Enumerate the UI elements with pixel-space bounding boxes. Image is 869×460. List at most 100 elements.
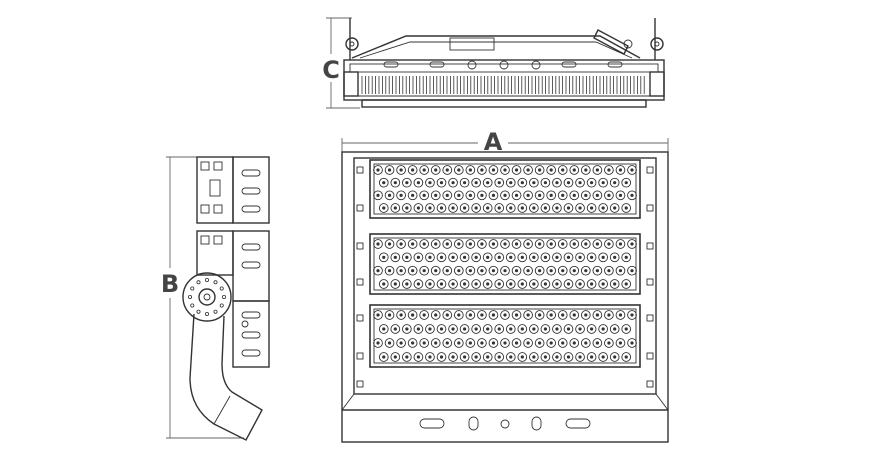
led-chip <box>520 255 524 259</box>
led-chip <box>468 168 472 172</box>
led-lens <box>511 239 522 249</box>
led-lens <box>488 338 499 348</box>
led-lens <box>419 310 430 320</box>
housing-top-rail <box>349 63 659 73</box>
led-chip <box>405 282 409 286</box>
led-chip <box>532 181 536 185</box>
pivot-disc <box>182 272 232 322</box>
led-module-inner <box>373 308 637 364</box>
led-lens <box>534 190 545 201</box>
led-lens <box>615 265 626 276</box>
led-lens <box>477 265 487 276</box>
led-lens <box>407 239 418 249</box>
led-lens <box>373 338 383 348</box>
led-chip <box>566 355 571 359</box>
led-lens <box>609 203 620 213</box>
side-hole <box>356 278 364 286</box>
led-chip <box>393 282 397 286</box>
led-lens <box>390 177 401 188</box>
led-lens <box>609 177 620 188</box>
led-chip <box>428 255 432 259</box>
led-lens <box>500 190 510 201</box>
led-lens <box>604 265 614 276</box>
led-lens <box>378 252 389 263</box>
led-chip <box>595 242 599 246</box>
led-chip <box>387 242 392 246</box>
led-lens <box>384 239 395 249</box>
led-lens <box>517 352 528 362</box>
led-chip <box>399 168 403 172</box>
led-chip <box>405 181 409 185</box>
middle-module-back <box>196 230 234 276</box>
front-bevel-right <box>655 393 669 411</box>
pivot-angle-holes <box>187 277 226 316</box>
front-bevel-left <box>341 393 355 411</box>
led-lens <box>569 265 580 276</box>
led-chip <box>439 355 444 359</box>
led-lens <box>465 338 476 348</box>
led-lens <box>378 177 389 188</box>
led-lens <box>430 338 441 348</box>
led-lens <box>615 165 626 175</box>
led-chip <box>393 181 397 185</box>
side-hole <box>356 242 364 250</box>
led-lens <box>448 279 458 289</box>
led-lens <box>598 279 608 289</box>
led-chip <box>555 255 559 259</box>
led-chip <box>474 327 478 331</box>
led-chip <box>607 269 611 273</box>
led-lens <box>604 310 614 320</box>
led-lens <box>511 265 522 276</box>
led-chip <box>474 355 478 359</box>
led-chip <box>595 341 599 345</box>
rail-hole <box>531 60 541 70</box>
led-lens <box>575 279 585 289</box>
angle-hole <box>190 303 195 308</box>
led-chip <box>561 168 565 172</box>
bottom-slot <box>468 416 479 431</box>
led-lens <box>402 352 412 362</box>
led-lens <box>557 338 568 348</box>
led-lens <box>627 310 637 320</box>
led-lens <box>430 265 441 276</box>
led-chip <box>503 313 507 317</box>
led-chip <box>532 355 536 359</box>
led-chip <box>624 327 628 331</box>
led-lens <box>609 279 620 289</box>
led-lens <box>598 203 608 213</box>
led-lens <box>465 265 476 276</box>
led-chip <box>601 255 605 259</box>
led-chip <box>618 341 623 345</box>
led-module-inner <box>373 163 637 215</box>
upper-module-front <box>232 156 270 224</box>
led-lens <box>402 203 412 213</box>
led-lens <box>540 252 551 263</box>
led-lens <box>546 239 557 249</box>
led-lens <box>546 165 557 175</box>
led-chip <box>555 282 559 286</box>
led-lens <box>627 239 637 249</box>
led-lens <box>494 252 505 263</box>
led-chip <box>566 327 571 331</box>
led-chip <box>618 168 623 172</box>
led-chip <box>520 327 524 331</box>
led-lens <box>373 310 383 320</box>
led-lens <box>511 310 522 320</box>
led-lens <box>534 310 545 320</box>
led-lens <box>563 177 574 188</box>
led-lens <box>477 310 487 320</box>
led-lens <box>546 190 557 201</box>
led-lens <box>402 324 412 334</box>
led-lens <box>563 252 574 263</box>
led-lens <box>505 252 516 263</box>
led-chip <box>572 168 576 172</box>
led-lens <box>517 279 528 289</box>
led-chip <box>486 282 490 286</box>
module-oval <box>241 349 261 357</box>
led-lens <box>609 352 620 362</box>
led-chip <box>486 355 490 359</box>
rail-slot <box>429 61 445 68</box>
side-hole <box>356 166 364 174</box>
led-chip <box>572 193 576 197</box>
led-lens <box>419 265 430 276</box>
